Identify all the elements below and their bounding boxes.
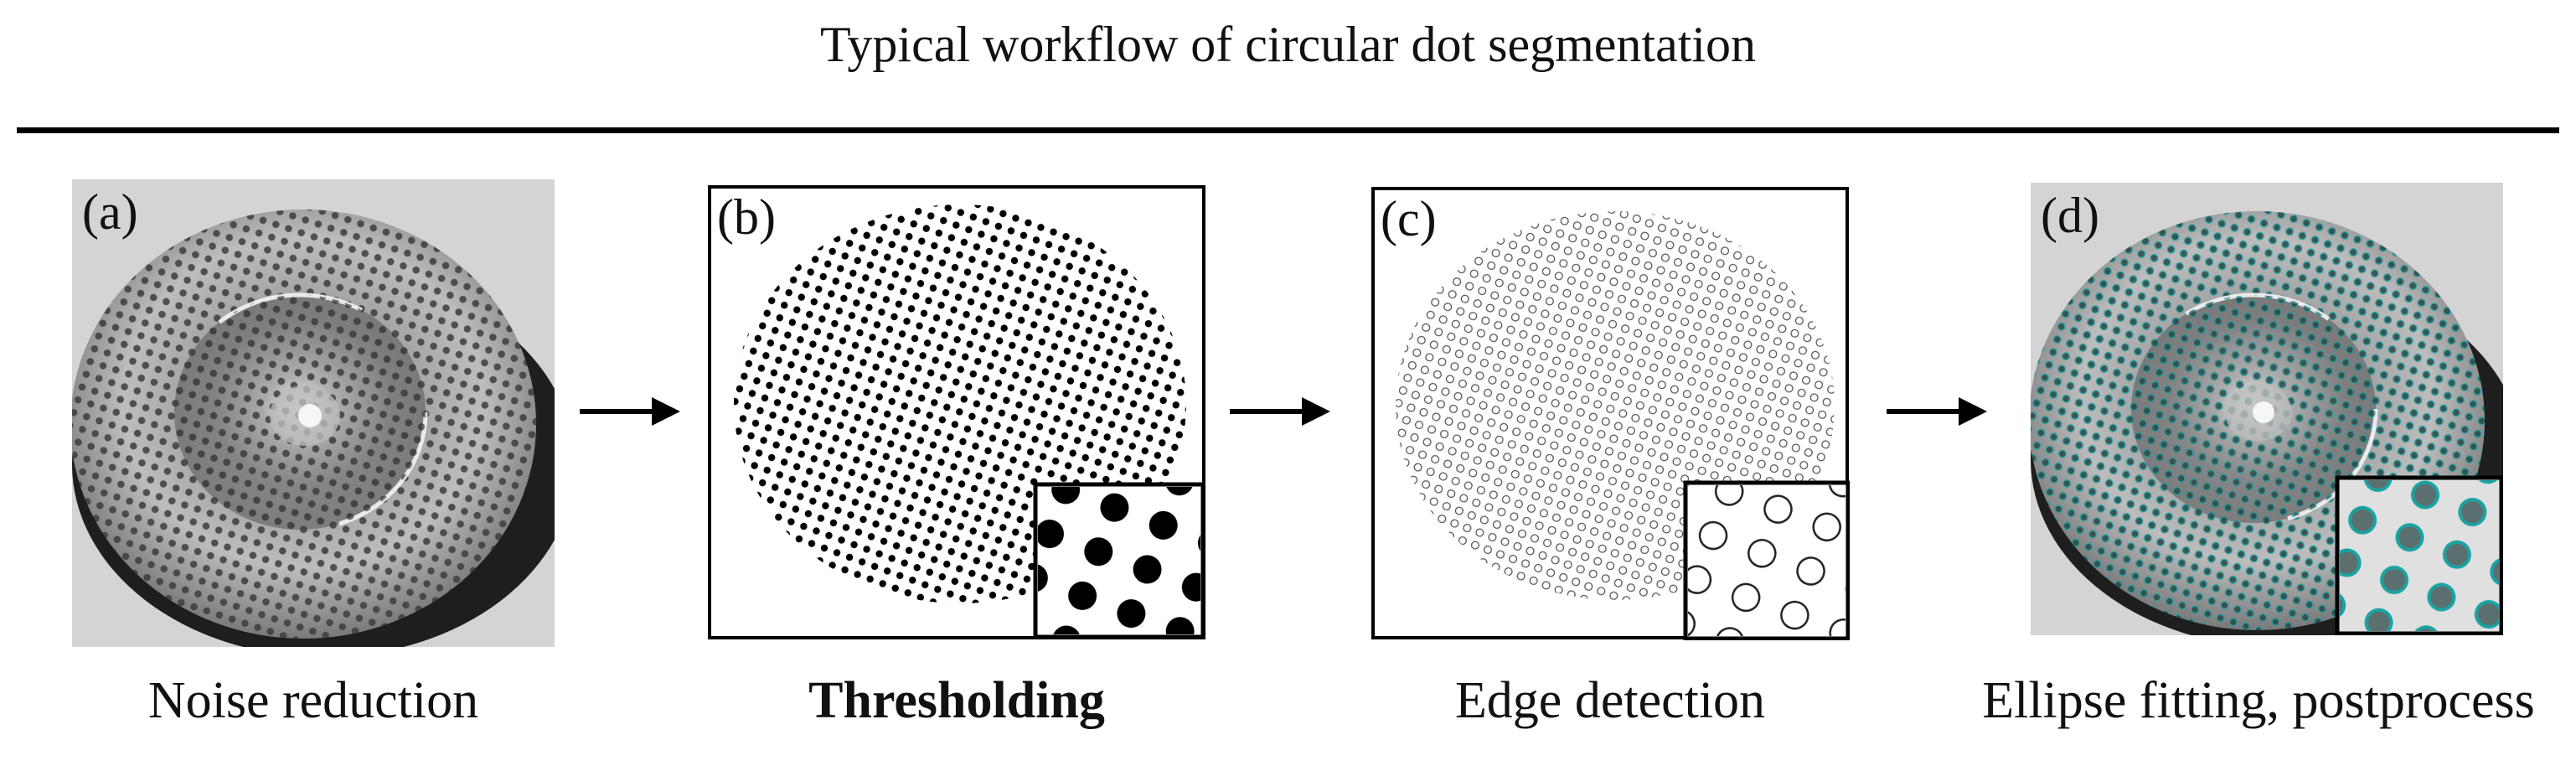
caption-thresholding: Thresholding: [808, 672, 1105, 729]
panel-ellipse-fitting: (d): [2031, 183, 2503, 635]
caption-edge-detection: Edge detection: [1454, 672, 1766, 729]
edge-detection-image: [1371, 187, 1850, 640]
panel-noise-reduction: (a): [72, 179, 555, 647]
caption-ellipse-fitting: Ellipse fitting, postprocess: [1982, 672, 2535, 729]
panel-label-a: (a): [82, 184, 138, 240]
ellipse-fitting-image: [2031, 183, 2503, 635]
panel-edge-detection: (c): [1371, 186, 1850, 640]
figure-title: Typical workflow of circular dot segment…: [819, 17, 1757, 72]
panel-label-b: (b): [717, 189, 776, 245]
noise-reduction-image: [72, 179, 555, 647]
thresholding-image: [708, 185, 1205, 639]
panel-label-c: (c): [1381, 191, 1437, 246]
arrow-right-icon: [1887, 397, 1987, 426]
caption-noise-reduction: Noise reduction: [147, 672, 479, 729]
title-divider: [17, 127, 2559, 133]
arrow-right-icon: [1230, 397, 1330, 426]
panel-label-d: (d): [2041, 188, 2099, 243]
arrow-right-icon: [580, 397, 680, 426]
panel-thresholding: (b): [707, 184, 1206, 640]
